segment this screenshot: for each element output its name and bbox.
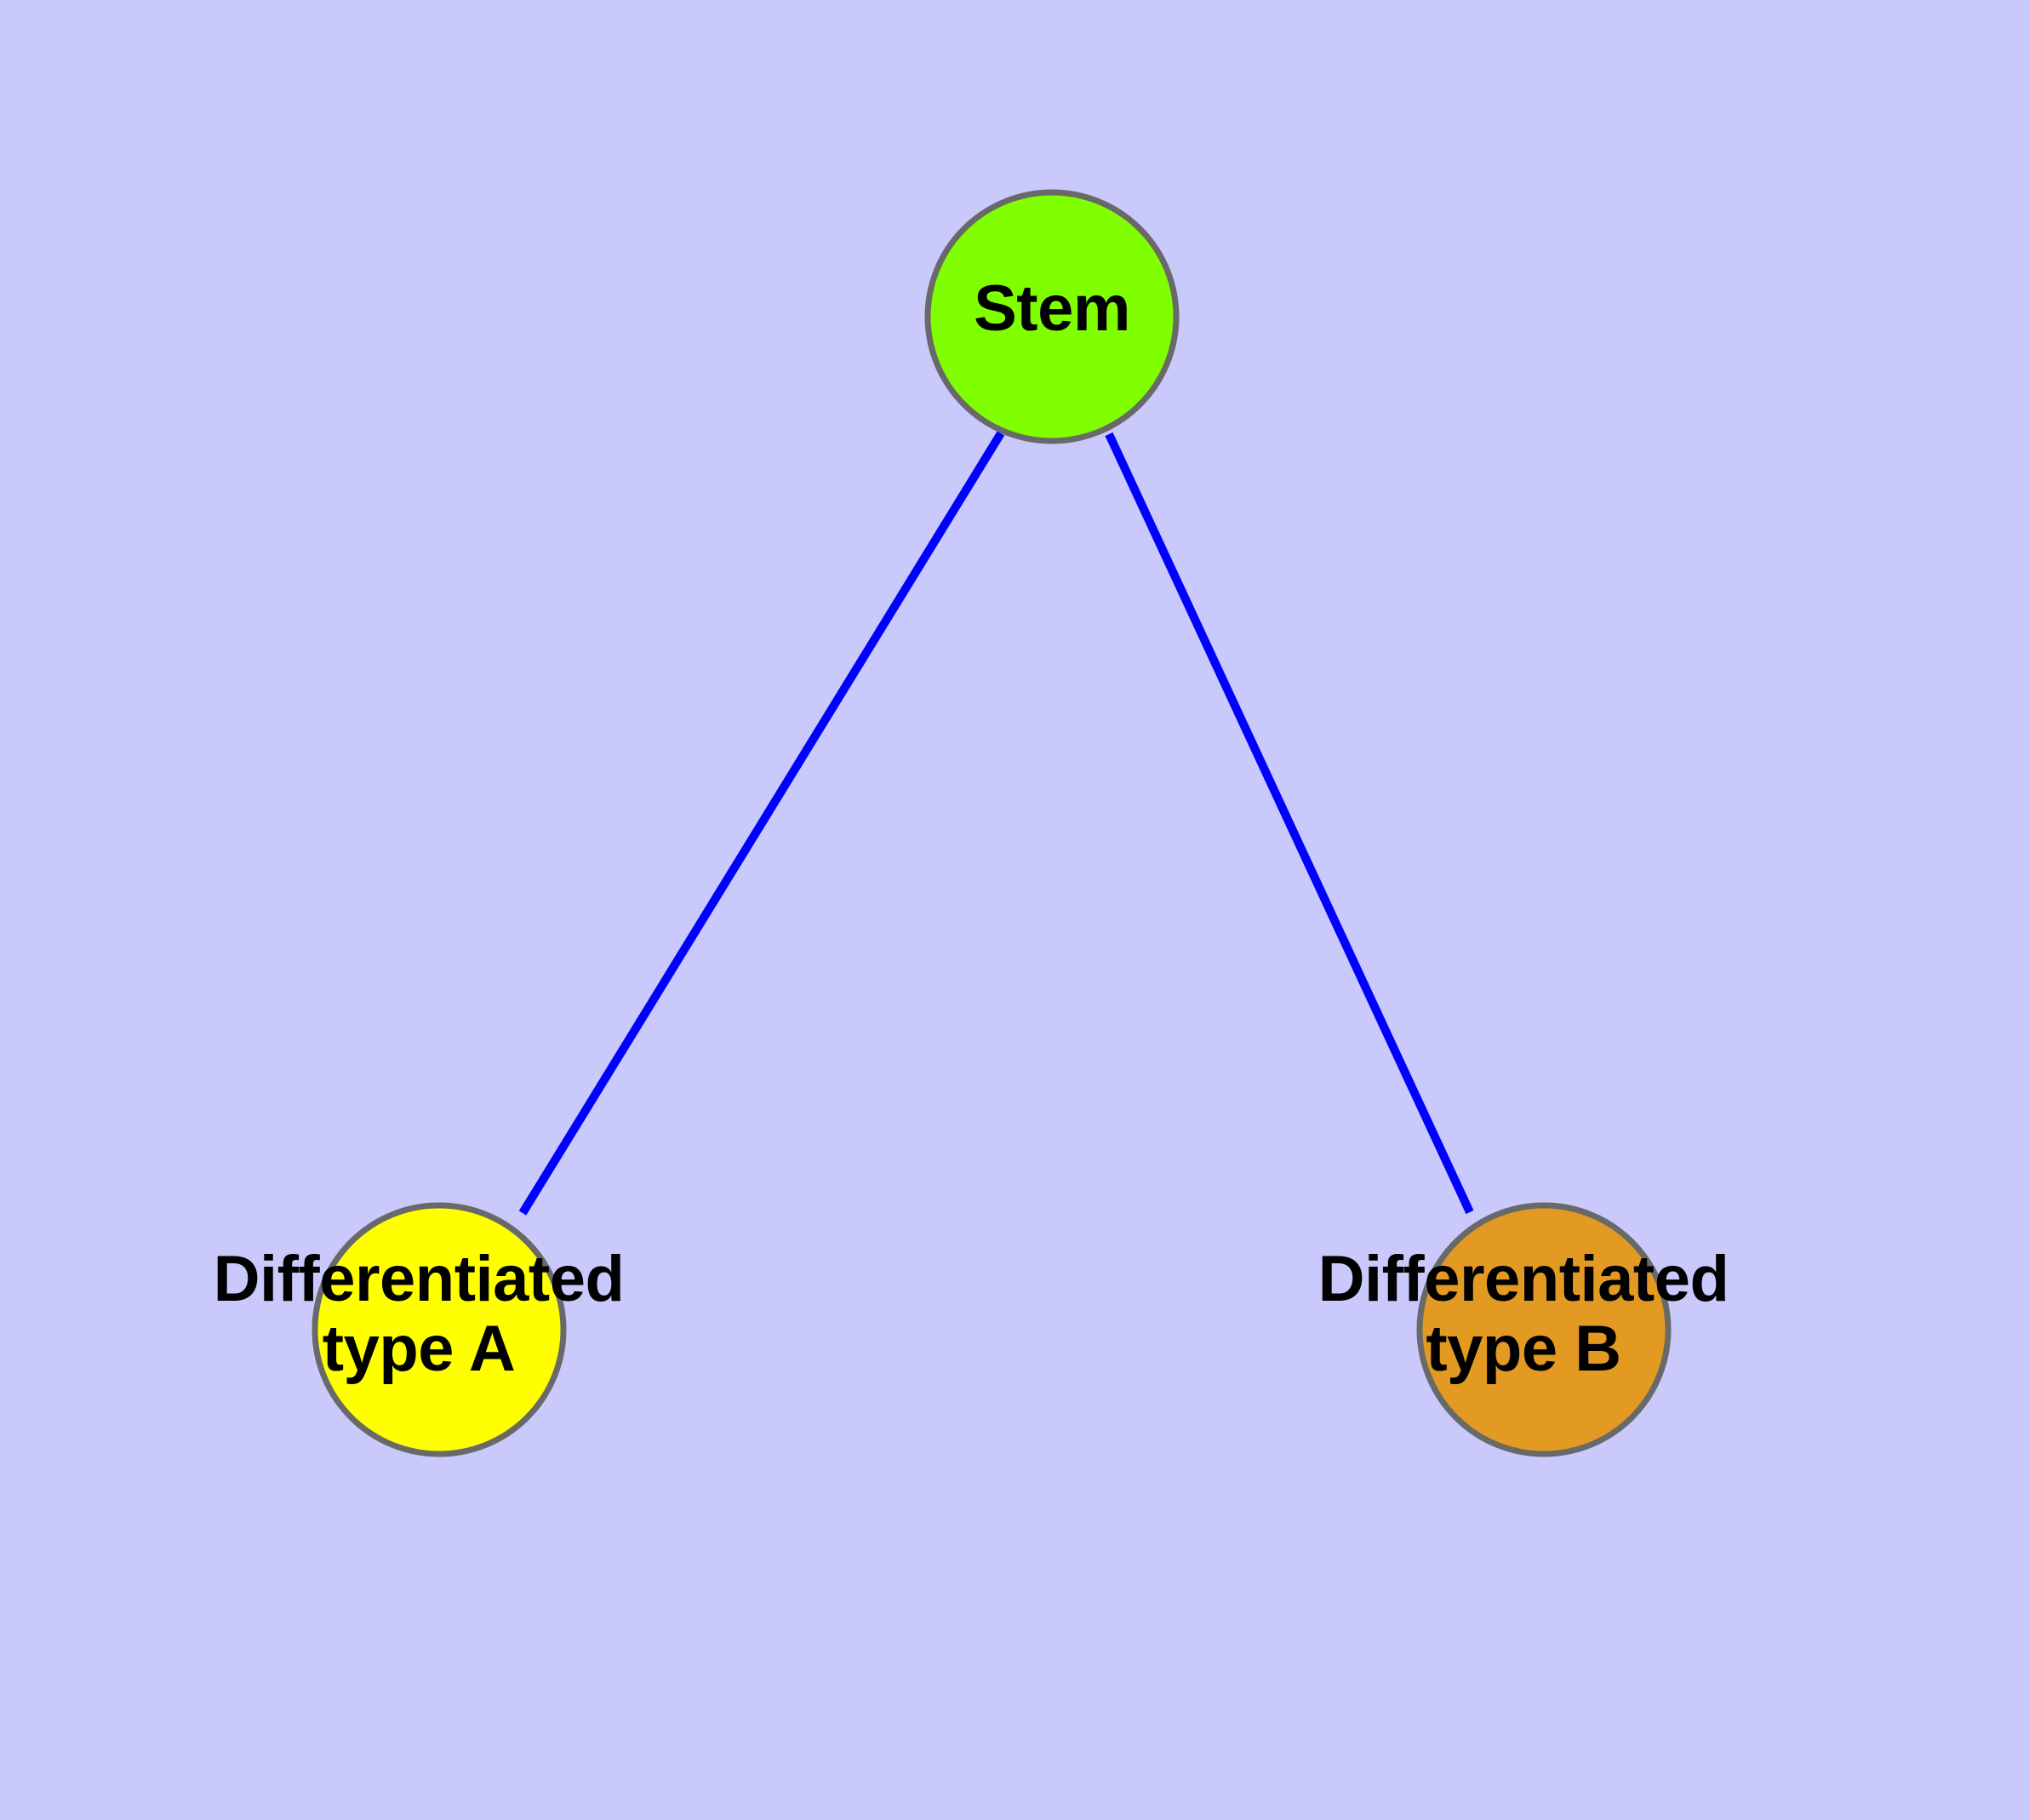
- edge-stem-to-type-b: [1105, 432, 1474, 1215]
- node-layer: [311, 189, 1672, 1457]
- node-differentiated-type-a[interactable]: [311, 1202, 567, 1457]
- edge-layer: [518, 431, 1474, 1216]
- node-stem[interactable]: [924, 189, 1180, 444]
- edge-stem-to-type-a: [518, 431, 1005, 1216]
- node-differentiated-type-b[interactable]: [1416, 1202, 1672, 1457]
